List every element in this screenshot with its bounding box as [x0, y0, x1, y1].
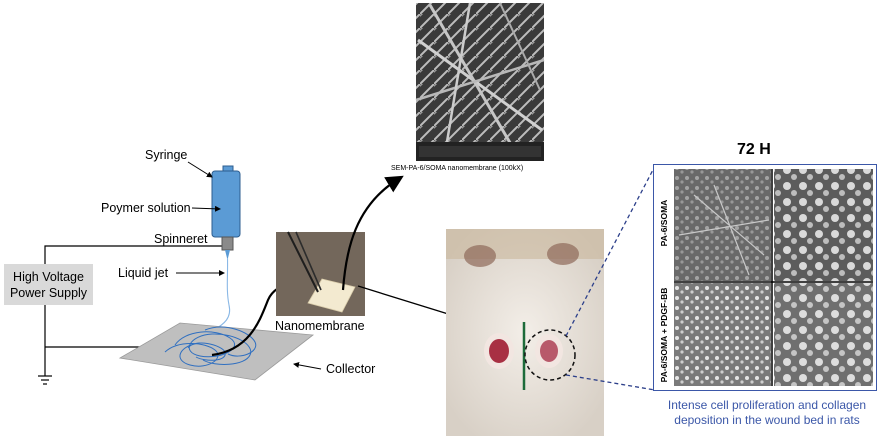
syringe — [211, 165, 241, 258]
high-voltage-label-line2: Power Supply — [9, 285, 88, 300]
syringe-label: Syringe — [145, 148, 188, 162]
time-point-heading: 72 H — [737, 141, 771, 158]
wound-highlight-circle — [524, 329, 576, 381]
arrow-membrane-to-sem — [341, 175, 404, 291]
result-description: Intense cell proliferation and collagen … — [653, 398, 881, 428]
nanomembrane-photo — [276, 231, 365, 316]
high-voltage-power-supply: High Voltage Power Supply — [4, 264, 93, 305]
row1-label: PA-6/SOMA — [659, 199, 669, 247]
nanomembrane-label: Nanomembrane — [275, 319, 365, 333]
row2-label: PA-6/SOMA + PDGF-BB — [659, 287, 669, 383]
spinneret-label: Spinneret — [154, 232, 208, 246]
rat-wound-photo — [446, 229, 604, 436]
polymer-solution-label: Poymer solution — [101, 201, 191, 215]
sem-caption: SEM-PA-6/SOMA nanomembrane (100kX) — [391, 165, 524, 172]
sem-image — [415, 2, 545, 161]
result-line-1: Intense cell proliferation and collagen — [667, 398, 867, 412]
result-line-2: deposition in the wound bed in rats — [674, 413, 860, 427]
liquid-jet-label: Liquid jet — [118, 266, 169, 280]
ground-symbol — [38, 375, 52, 385]
liquid-jet — [213, 257, 231, 331]
collector-label: Collector — [326, 362, 376, 376]
high-voltage-label-line1: High Voltage — [13, 269, 84, 284]
zoom-connectors — [565, 165, 656, 391]
results-panel-images — [674, 169, 873, 386]
label-pointers — [176, 161, 322, 370]
results-panel: PA-6/SOMA PA-6/SOMA + PDGF-BB — [653, 164, 877, 391]
